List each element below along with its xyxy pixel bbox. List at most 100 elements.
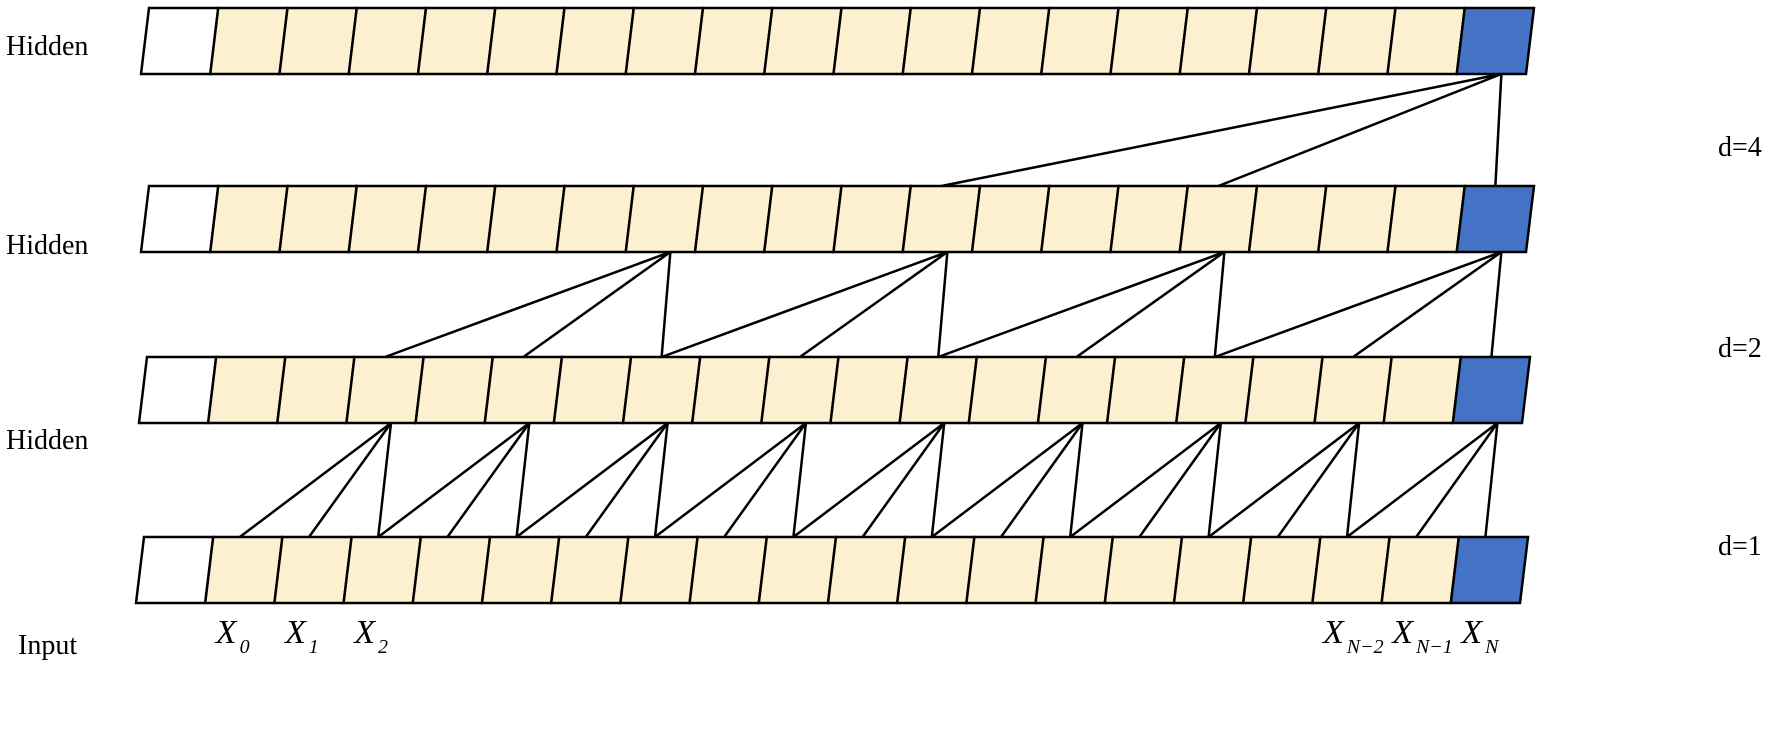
cell — [1382, 355, 1463, 425]
connection-line — [861, 422, 946, 538]
cell — [485, 184, 566, 254]
dilation-label-2: d=2 — [1718, 333, 1762, 364]
connection-line — [239, 422, 392, 538]
cell — [416, 6, 497, 76]
connection-line — [1346, 422, 1499, 538]
cell — [552, 355, 633, 425]
connection-line — [799, 250, 949, 359]
cell — [278, 6, 359, 76]
connection-lines — [239, 72, 1503, 538]
cell — [618, 535, 700, 605]
input-label-subscript: 0 — [240, 636, 250, 658]
cell — [208, 6, 289, 76]
cell — [1386, 6, 1467, 76]
cell — [1310, 535, 1392, 605]
output-cell — [1455, 184, 1536, 254]
connection-line — [1207, 422, 1360, 538]
layer-label-hidden-top: Hidden — [6, 31, 88, 62]
output-cell — [1455, 6, 1536, 76]
hidden-row-middle — [139, 184, 1536, 254]
layer-label-hidden-bottom: Hidden — [6, 425, 88, 456]
hidden-row-bottom — [137, 355, 1532, 425]
dilation-label-1: d=1 — [1718, 531, 1762, 562]
connection-line — [1075, 250, 1226, 359]
cell — [967, 355, 1048, 425]
connection-line — [1484, 422, 1499, 538]
input-label-subscript: N−2 — [1346, 636, 1384, 658]
cell — [832, 184, 913, 254]
connection-line — [941, 72, 1502, 188]
cell — [416, 184, 497, 254]
layer-label-input: Input — [18, 630, 77, 661]
input-label-subscript: N — [1484, 636, 1500, 658]
connection-line — [1214, 250, 1502, 359]
cell — [1039, 184, 1120, 254]
cell — [1316, 184, 1397, 254]
layer-label-hidden-middle: Hidden — [6, 230, 88, 261]
cell — [970, 184, 1051, 254]
connection-line — [1207, 422, 1223, 538]
cell — [832, 6, 913, 76]
cell — [762, 6, 843, 76]
cell — [759, 355, 840, 425]
connection-line — [1345, 422, 1361, 538]
layer-rows — [134, 6, 1536, 605]
connection-line — [307, 422, 393, 538]
cell — [1386, 184, 1467, 254]
cell — [1103, 535, 1184, 605]
connection-line — [654, 422, 807, 538]
padding-cell — [134, 535, 215, 605]
connection-line — [792, 422, 808, 538]
input-label-subscript: 1 — [309, 636, 319, 658]
connection-line — [1068, 422, 1084, 538]
connection-line — [1213, 251, 1226, 358]
connection-line — [377, 422, 531, 538]
connection-line — [792, 422, 945, 538]
cell — [1178, 184, 1259, 254]
cell — [693, 6, 774, 76]
cell — [272, 535, 354, 605]
input-label-subscript: N−1 — [1415, 636, 1453, 658]
cell — [347, 6, 428, 76]
connection-line — [515, 422, 531, 538]
cell — [1241, 535, 1322, 605]
cell — [1316, 6, 1397, 76]
connection-line — [376, 422, 393, 538]
connection-line — [1494, 73, 1503, 187]
cell — [411, 535, 492, 605]
cell — [342, 535, 423, 605]
cell — [898, 355, 979, 425]
cell — [555, 6, 636, 76]
cell — [757, 535, 838, 605]
padding-cell — [139, 6, 220, 76]
cell — [1247, 184, 1328, 254]
input-row — [134, 535, 1530, 605]
padding-cell — [139, 184, 220, 254]
cell — [345, 355, 426, 425]
cell — [203, 535, 284, 605]
cell — [555, 184, 636, 254]
cell — [1036, 355, 1117, 425]
cell — [414, 355, 495, 425]
cell — [347, 184, 428, 254]
connection-line — [446, 422, 531, 538]
cell — [895, 535, 976, 605]
connection-line — [1276, 422, 1361, 538]
cell — [1174, 355, 1255, 425]
cell — [206, 355, 287, 425]
hidden-row-top — [139, 6, 1536, 76]
cell — [278, 184, 359, 254]
cell — [208, 184, 289, 254]
connection-line — [1490, 251, 1503, 358]
dilation-label-4: d=4 — [1718, 132, 1762, 163]
output-cell — [1449, 535, 1530, 605]
cell — [624, 184, 705, 254]
cell — [964, 535, 1046, 605]
cell — [621, 355, 702, 425]
connection-line — [660, 251, 672, 358]
